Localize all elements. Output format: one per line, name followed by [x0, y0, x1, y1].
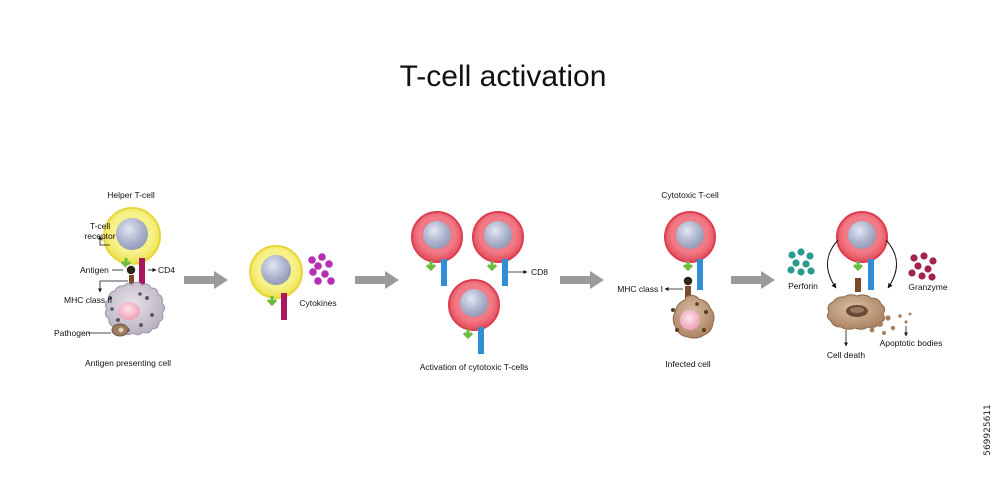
label-t-cell-receptor-1: T-cell [90, 221, 110, 231]
label-activation-of-cytotoxic-t-cells: Activation of cytotoxic T-cells [420, 362, 529, 372]
cytotoxic-t-cell-4 [664, 211, 716, 300]
cytokines-icon [308, 253, 335, 285]
helper-t-cell [103, 207, 161, 265]
label-antigen: Antigen [80, 265, 109, 275]
label-apoptotic-bodies: Apoptotic bodies [880, 338, 943, 348]
granzyme-icon [908, 252, 937, 281]
perforin-icon [787, 248, 815, 276]
dying-cell [826, 294, 886, 330]
label-t-cell-receptor-2: receptor [84, 231, 115, 241]
antigen-presenting-cell [104, 281, 165, 336]
tcr-complex [120, 258, 145, 290]
side-id-text: 569925611 [983, 404, 993, 456]
cytotoxic-t-cell-2 [472, 211, 524, 286]
label-pathogen: Pathogen [54, 328, 91, 338]
stage1-callout-lines [88, 235, 157, 334]
process-arrow-4 [731, 271, 775, 289]
process-arrow-3 [560, 271, 604, 289]
apoptotic-bodies-icon [869, 312, 912, 335]
process-arrow-1 [184, 271, 228, 289]
label-antigen-presenting-cell: Antigen presenting cell [85, 358, 171, 368]
label-granzyme: Granzyme [908, 282, 947, 292]
label-helper-t-cell: Helper T-cell [107, 190, 155, 200]
label-cytokines: Cytokines [299, 298, 336, 308]
curved-arrow-right [885, 239, 897, 289]
label-cd4: CD4 [158, 265, 175, 275]
label-perforin: Perforin [788, 281, 818, 291]
label-infected-cell: Infected cell [665, 359, 710, 369]
cytotoxic-t-cell-1 [411, 211, 463, 286]
infected-cell [671, 294, 715, 339]
helper-t-cell-activated [249, 245, 303, 320]
pathogen-icon [111, 323, 129, 337]
page-title: T-cell activation [400, 60, 607, 93]
label-cd8: CD8 [531, 267, 548, 277]
curved-arrow-left [827, 239, 839, 289]
label-cell-death: Cell death [827, 350, 866, 360]
cytotoxic-t-cell-5 [836, 211, 888, 292]
cytotoxic-t-cell-3 [448, 279, 500, 354]
process-arrow-2 [355, 271, 399, 289]
label-mhc-class-i: MHC class I [617, 284, 663, 294]
label-mhc-class-ii: MHC class II [64, 295, 112, 305]
label-cytotoxic-t-cell: Cytotoxic T-cell [661, 190, 719, 200]
